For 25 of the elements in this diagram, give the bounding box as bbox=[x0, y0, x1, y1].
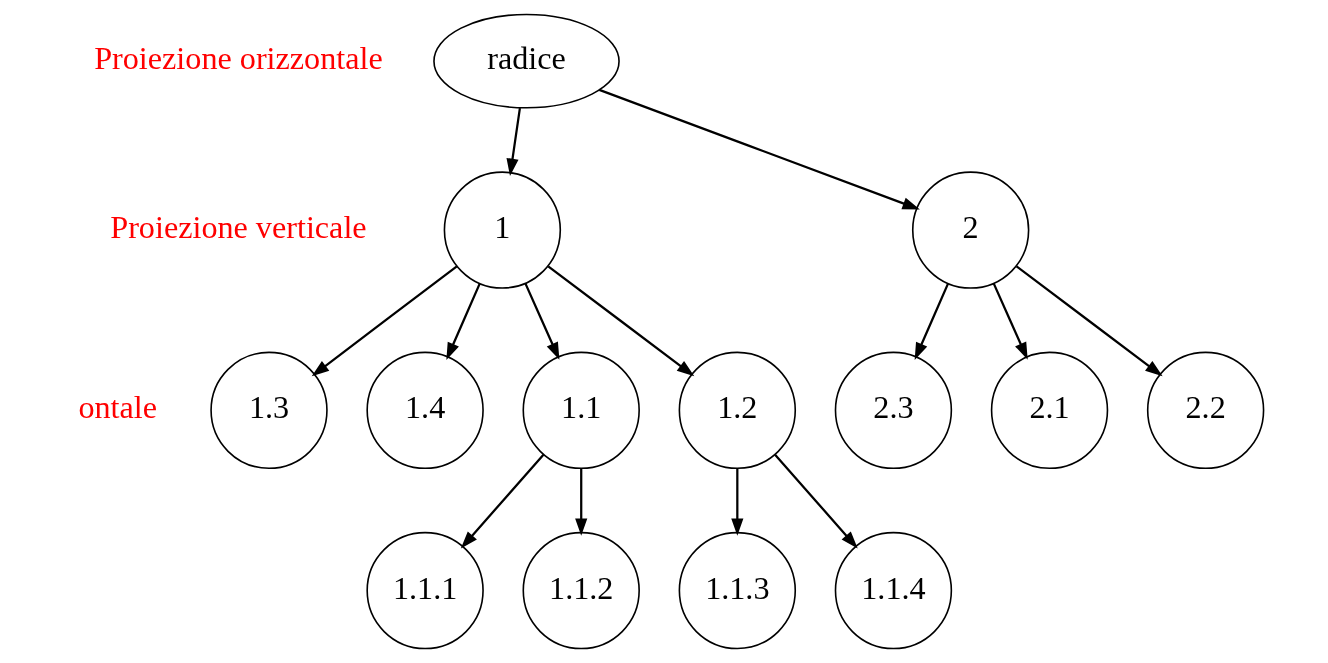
label: Proiezione orizzontale bbox=[93, 40, 383, 77]
arrow bbox=[311, 265, 457, 377]
arrow bbox=[773, 454, 858, 549]
node-circle: 1.4 bbox=[365, 351, 484, 470]
arrow bbox=[1015, 265, 1163, 377]
node-circle: 1.1 bbox=[521, 351, 640, 470]
arrow bbox=[445, 283, 481, 361]
label: ontale bbox=[77, 389, 157, 426]
arrow bbox=[523, 282, 559, 360]
arrow bbox=[574, 468, 587, 536]
node-ellipse: radice bbox=[432, 13, 620, 109]
node-circle: 1.1.2 bbox=[521, 531, 640, 650]
arrow bbox=[460, 454, 544, 549]
arrow bbox=[547, 265, 694, 377]
node-circle: 2 bbox=[911, 171, 1029, 289]
node-circle: 1 bbox=[443, 171, 561, 289]
node-circle: 1.1.3 bbox=[678, 531, 796, 650]
arrow bbox=[598, 88, 920, 210]
arrow bbox=[730, 468, 743, 536]
arrow bbox=[506, 107, 521, 176]
node-circle: 2.3 bbox=[834, 351, 952, 470]
node-circle: 2.1 bbox=[990, 351, 1108, 470]
label: Proiezione verticale bbox=[109, 209, 367, 246]
arrow bbox=[992, 282, 1028, 360]
arrow bbox=[914, 283, 949, 361]
